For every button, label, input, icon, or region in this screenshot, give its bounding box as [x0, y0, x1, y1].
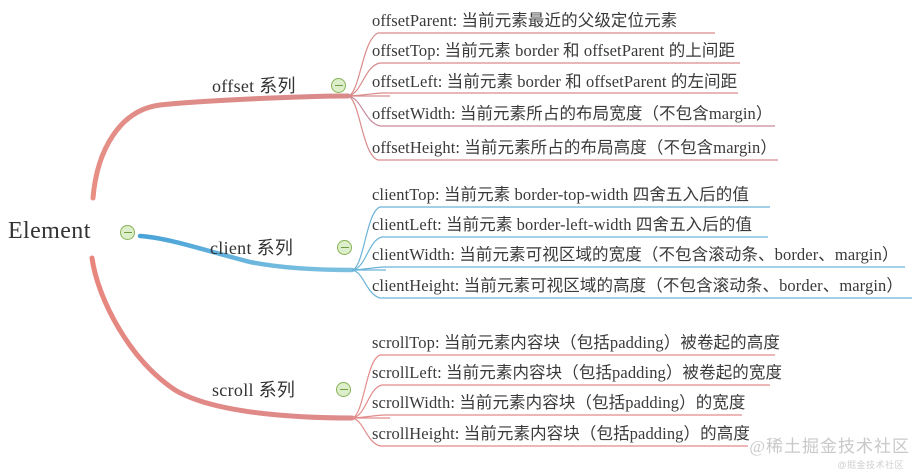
leaf-node-client-width[interactable]: clientWidth: 当前元素可视区域的宽度（不包含滚动条、border、m…	[372, 245, 899, 264]
leaf-node-client-height[interactable]: clientHeight: 当前元素可视区域的高度（不包含滚动条、border、…	[372, 276, 903, 295]
collapse-minus-icon-scroll[interactable]	[336, 382, 351, 397]
leaf-node-offset-left[interactable]: offsetLeft: 当前元素 border 和 offsetParent 的…	[372, 72, 738, 91]
watermark-secondary: @掘金技术社区	[837, 460, 904, 470]
collapse-minus-icon-offset[interactable]	[331, 78, 346, 93]
leaf-node-offset-height[interactable]: offsetHeight: 当前元素所占的布局高度（不包含margin）	[372, 138, 777, 157]
branch-node-scroll[interactable]: scroll 系列	[212, 380, 296, 400]
leaf-node-offset-parent[interactable]: offsetParent: 当前元素最近的父级定位元素	[372, 11, 678, 30]
leaf-node-client-left[interactable]: clientLeft: 当前元素 border-left-width 四舍五入后…	[372, 215, 753, 234]
branch-node-offset[interactable]: offset 系列	[212, 76, 296, 96]
root-node-label[interactable]: Element	[8, 218, 91, 244]
leaf-node-scroll-width[interactable]: scrollWidth: 当前元素内容块（包括padding）的宽度	[372, 393, 746, 412]
leaf-node-scroll-top[interactable]: scrollTop: 当前元素内容块（包括padding）被卷起的高度	[372, 333, 780, 352]
leaf-node-offset-width[interactable]: offsetWidth: 当前元素所占的布局宽度（不包含margin）	[372, 104, 773, 123]
branch-node-client[interactable]: client 系列	[210, 238, 294, 258]
collapse-minus-icon-root[interactable]	[120, 225, 135, 240]
collapse-minus-icon-client[interactable]	[337, 240, 352, 255]
leaf-node-scroll-left[interactable]: scrollLeft: 当前元素内容块（包括padding）被卷起的宽度	[372, 363, 783, 382]
leaf-node-client-top[interactable]: clientTop: 当前元素 border-top-width 四舍五入后的值	[372, 185, 749, 204]
leaf-node-offset-top[interactable]: offsetTop: 当前元素 border 和 offsetParent 的上…	[372, 41, 736, 60]
leaf-node-scroll-height[interactable]: scrollHeight: 当前元素内容块（包括padding）的高度	[372, 424, 750, 443]
watermark-primary: @稀土掘金技术社区	[749, 437, 910, 456]
